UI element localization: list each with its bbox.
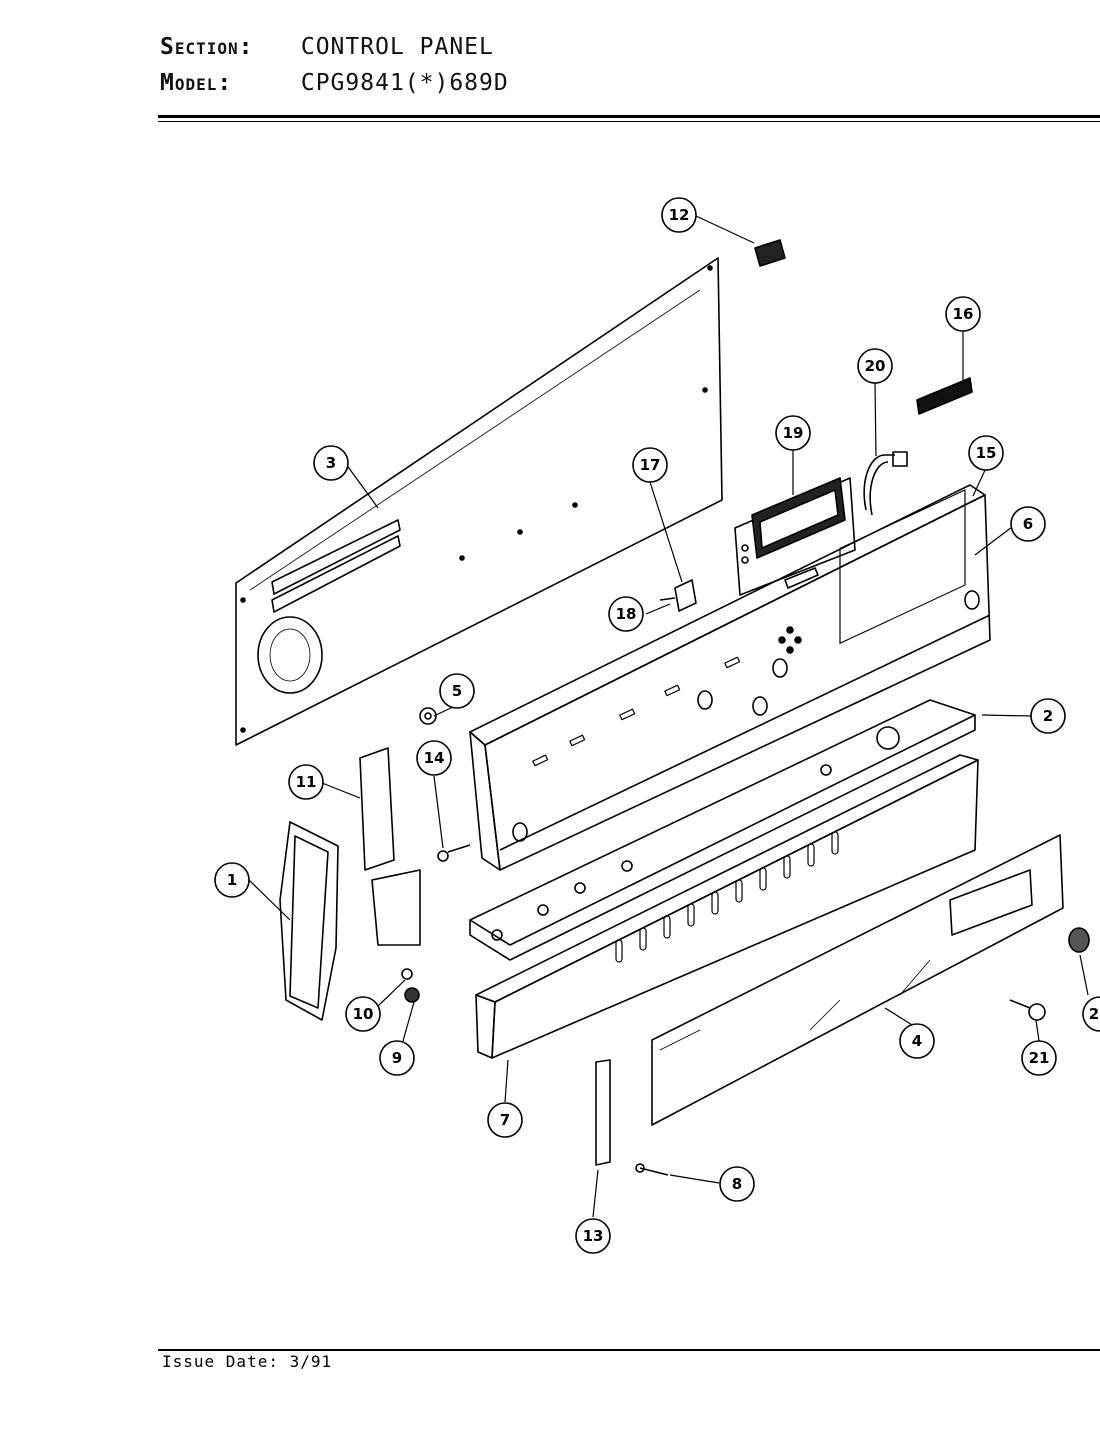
part-strip [595,1059,611,1166]
callout-2: 2 [1030,698,1066,734]
part-spacer [401,968,413,980]
model-value: CPG9841(*)689D [300,70,509,96]
callout-16: 16 [945,296,981,332]
callout-9-label: 9 [392,1049,402,1067]
callout-20-label: 20 [865,357,886,375]
callout-partial-label: 2 [1089,1005,1099,1023]
callout-18-label: 18 [616,605,637,623]
header-rule [158,115,1100,118]
callout-4: 4 [899,1023,935,1059]
callout-19: 19 [775,415,811,451]
callout-3-label: 3 [326,454,336,472]
part-control-housing [469,484,991,871]
callout-11-label: 11 [296,773,317,791]
callout-15: 15 [968,435,1004,471]
part-glass-panel [651,834,1064,1126]
model-label: Model: [160,70,233,96]
callout-13: 13 [575,1218,611,1254]
callout-6-label: 6 [1023,515,1033,533]
callout-1-label: 1 [227,871,237,889]
callout-5: 5 [439,673,475,709]
part-display-board [734,477,856,596]
part-screw [437,844,471,862]
callout-4-label: 4 [912,1032,922,1050]
model-heading: Model: CPG9841(*)689D [160,70,509,96]
part-side-trim [279,821,339,1021]
callout-10-label: 10 [353,1005,374,1023]
callout-3: 3 [313,445,349,481]
part-knob-cap [1068,927,1090,953]
part-bracket [469,699,976,961]
callout-8: 8 [719,1166,755,1202]
section-label: Section: [160,34,254,60]
callout-16-label: 16 [953,305,974,323]
callout-12: 12 [661,197,697,233]
part-terminal-block [916,377,973,415]
callout-8-label: 8 [732,1175,742,1193]
callout-19-label: 19 [783,424,804,442]
part-pin [635,1163,669,1176]
part-vented-trim [475,754,979,1059]
callout-12-label: 12 [669,206,690,224]
callout-21-label: 21 [1029,1049,1050,1067]
issue-date: Issue Date: 3/91 [162,1352,333,1371]
callout-partial: 2 [1082,996,1100,1032]
callout-20: 20 [857,348,893,384]
part-wire-harness [863,451,908,516]
callout-14-label: 14 [424,749,445,767]
leader-lines [248,215,1089,1218]
part-side-bracket [359,747,421,946]
part-nut [419,707,437,725]
callout-10: 10 [345,996,381,1032]
section-heading: Section: CONTROL PANEL [160,34,494,60]
callout-14: 14 [416,740,452,776]
callout-5-label: 5 [452,682,462,700]
callout-13-label: 13 [583,1227,604,1245]
part-indicator [754,239,786,267]
footer-rule [158,1349,1100,1351]
part-knob-small [404,987,420,1003]
callout-7: 7 [487,1102,523,1138]
callout-6: 6 [1010,506,1046,542]
part-switch [659,579,697,612]
callout-17: 17 [632,447,668,483]
callout-2-label: 2 [1043,707,1053,725]
section-value: CONTROL PANEL [300,34,494,60]
part-knob [1009,999,1046,1021]
callout-9: 9 [379,1040,415,1076]
callout-21: 21 [1021,1040,1057,1076]
callout-7-label: 7 [500,1111,510,1129]
callout-11: 11 [288,764,324,800]
callout-15-label: 15 [976,444,997,462]
callout-1: 1 [214,862,250,898]
callout-18: 18 [608,596,644,632]
header-rule-thin [158,121,1100,122]
part-rear-panel [235,257,723,746]
callout-17-label: 17 [640,456,661,474]
